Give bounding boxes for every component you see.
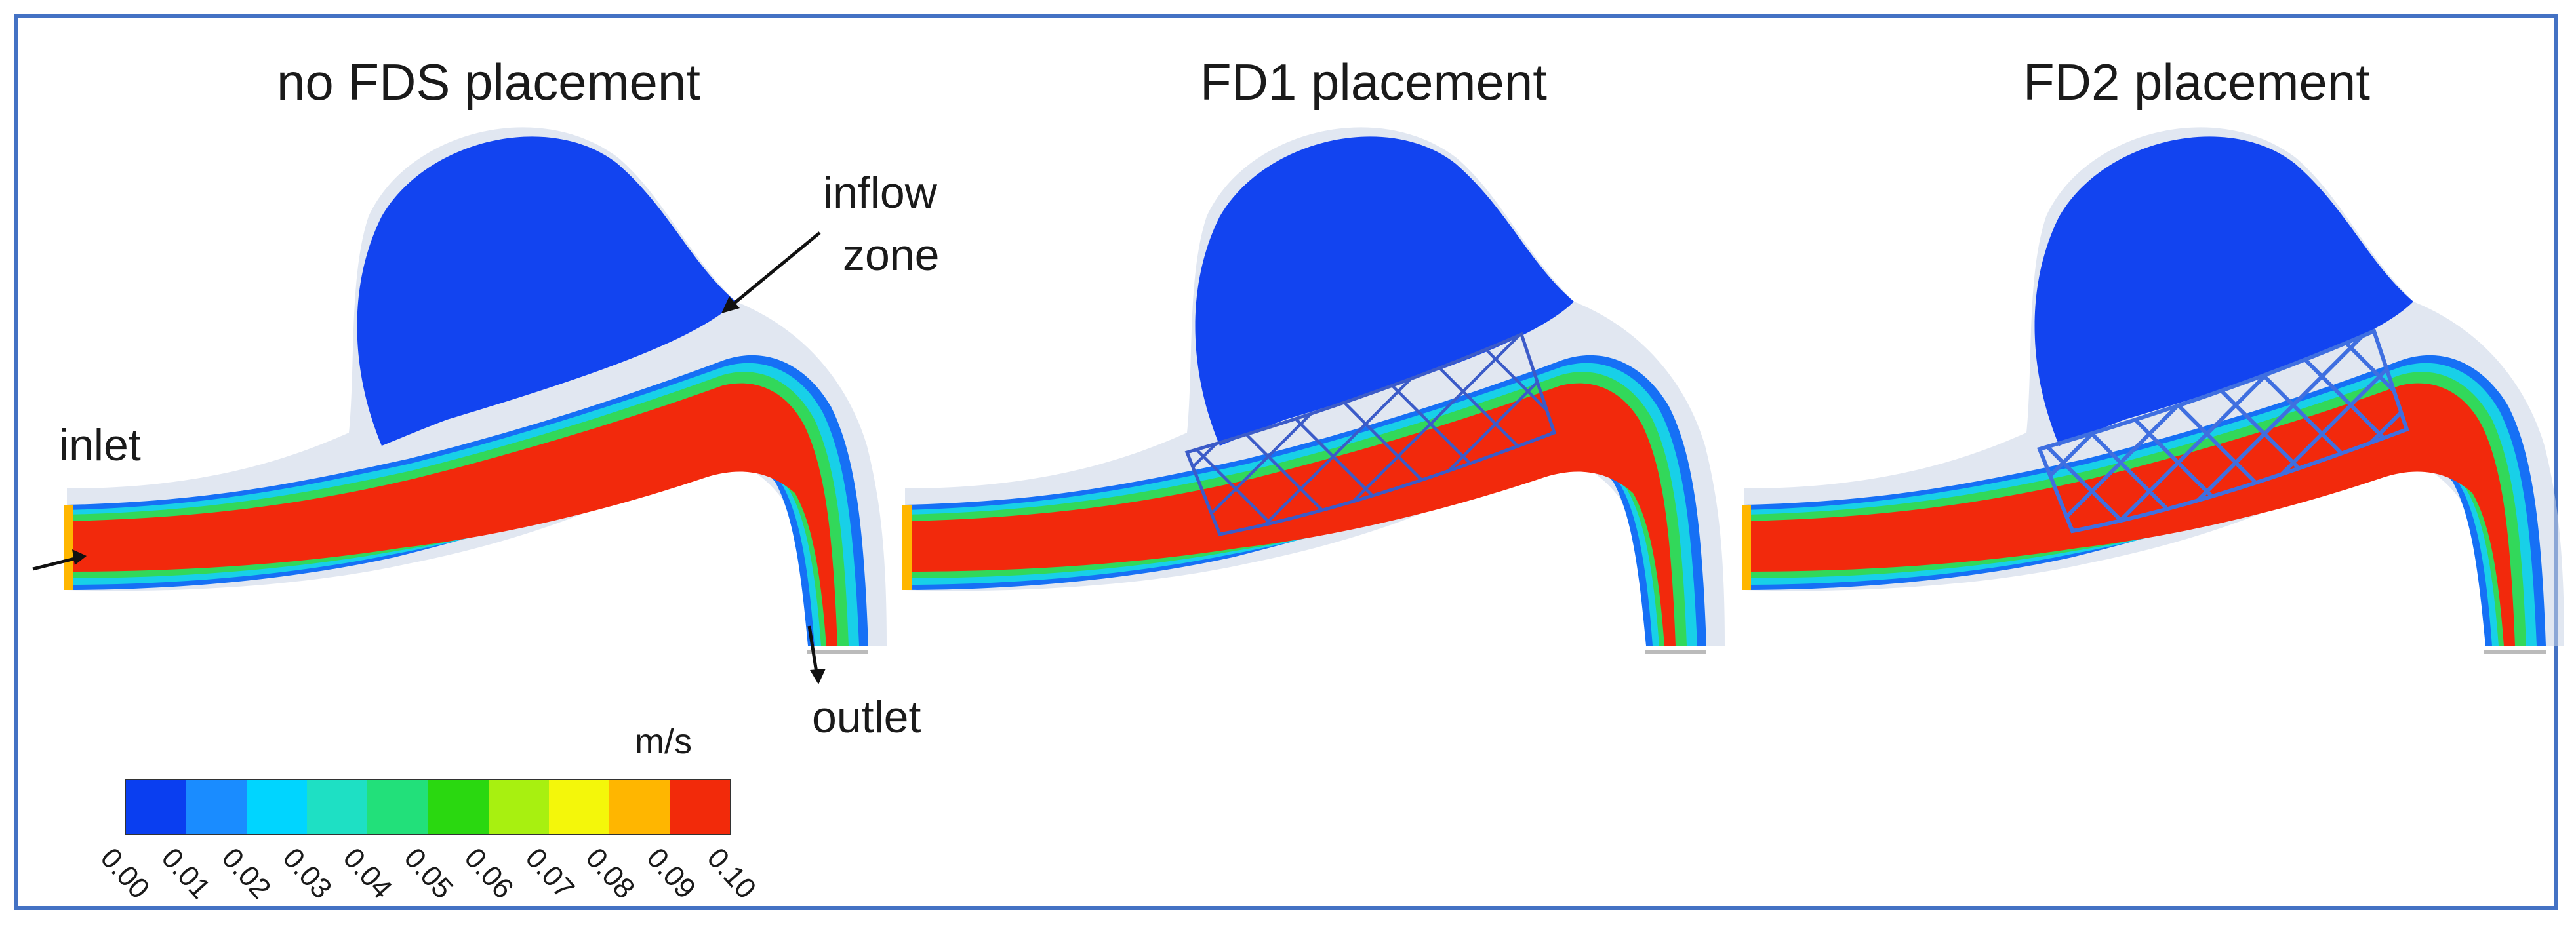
panel-fd2-vessel	[1742, 127, 2564, 652]
zone-label: zone	[843, 230, 940, 280]
colorbar-swatch	[307, 780, 368, 834]
inflow-label: inflow	[823, 168, 937, 218]
colorbar-swatch	[247, 780, 308, 834]
colorbar-swatch	[367, 780, 428, 834]
colorbar-swatch	[488, 780, 549, 834]
fd1-stent-mesh	[1184, 332, 1557, 536]
panel-title-fd1: FD1 placement	[1200, 53, 1547, 111]
outlet-arrow	[807, 625, 826, 684]
colorbar-swatch	[609, 780, 670, 834]
outlet-label: outlet	[812, 692, 921, 742]
colorbar-swatch	[428, 780, 489, 834]
inlet-label: inlet	[59, 420, 141, 470]
colorbar-swatch	[669, 780, 730, 834]
colorbar-swatch	[548, 780, 609, 834]
panel-fd1-vessel	[902, 127, 1725, 652]
colorbar-swatch	[186, 780, 247, 834]
panel-title-no-fds: no FDS placement	[277, 53, 700, 111]
colorbar-unit: m/s	[635, 722, 692, 761]
panel-title-fd2: FD2 placement	[2023, 53, 2370, 111]
colorbar-swatch	[126, 780, 187, 834]
panel-no-fds-vessel	[64, 127, 887, 652]
fd2-stent-mesh	[2036, 328, 2409, 534]
inlet-arrow	[32, 549, 87, 571]
colorbar	[125, 779, 731, 835]
inflow-zone-arrow	[721, 231, 821, 313]
figure-frame	[14, 14, 2558, 910]
